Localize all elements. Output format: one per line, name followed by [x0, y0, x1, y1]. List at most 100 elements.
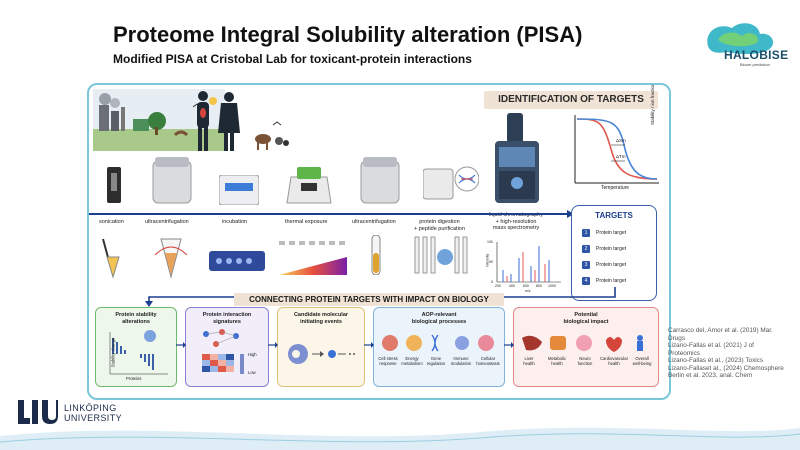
- impact-item-wellbeing: Overall well-being: [632, 356, 652, 366]
- step-incubation: incubation: [222, 219, 248, 225]
- box-protein-stability: Protein stability alterations Stability …: [95, 307, 177, 387]
- target-row-4: 4 Protein target: [582, 276, 626, 286]
- step-ultracentrifugation-2: ultracentrifugation: [352, 219, 396, 225]
- connecting-banner: CONNECTING PROTEIN TARGETS WITH IMPACT O…: [234, 293, 504, 306]
- curve-ylabel: Stability / ion fraction: [650, 83, 655, 125]
- ms-xtick-800: 800: [536, 284, 542, 288]
- curve-delta-tm: ΔTm: [616, 154, 626, 159]
- box-events-title: Candidate molecular initiating events: [293, 312, 349, 325]
- aop-item-energy: Energy metabolism: [401, 356, 423, 366]
- pisa-workflow-panel: IDENTIFICATION OF TARGETS Stability / io…: [87, 83, 671, 400]
- target-row-3: 3 Protein target: [582, 260, 626, 270]
- halobise-name: HALOBISE: [724, 48, 789, 62]
- box-candidate-events: Candidate molecular initiating events: [277, 307, 365, 387]
- page-subtitle: Modified PISA at Cristobal Lab for toxic…: [113, 52, 472, 66]
- peptide-tubes-icon: [414, 236, 468, 274]
- centrifuge-tube-icon: [154, 238, 188, 279]
- halobise-blob-icon: [707, 23, 774, 54]
- reference-line: Lizano-Fallaset al., (2024) Chemosphere: [668, 364, 784, 372]
- molecular-events-icon: [288, 344, 355, 364]
- impact-item-cardio: Cardiovascular health: [600, 356, 628, 366]
- identification-banner: IDENTIFICATION OF TARGETS: [484, 91, 658, 109]
- ms-xtick-600: 600: [523, 284, 529, 288]
- bottom-wave-decoration: [0, 427, 800, 450]
- reference-line: Proteomics: [668, 349, 700, 357]
- target-number: 2: [582, 244, 590, 253]
- target-number: 3: [582, 260, 590, 269]
- reference-line: Drugs: [668, 334, 686, 342]
- step-sonication: sonication: [99, 219, 124, 225]
- ms-xtick-400: 400: [509, 284, 515, 288]
- workflow-timeline: [89, 213, 569, 215]
- melting-curve-chart: [574, 115, 659, 184]
- step-thermal-exposure: thermal exposure: [285, 219, 328, 225]
- supernatant-tube-icon: [371, 235, 381, 275]
- ms-ylabel: Intensity: [485, 253, 490, 267]
- targets-title: TARGETS: [595, 211, 633, 220]
- thermocycler-icon: [286, 167, 332, 204]
- liu-line-2: UNIVERSITY: [64, 413, 123, 423]
- heatmap-low-label: Low: [248, 370, 256, 375]
- box-protein-stability-title: Protein stability alterations: [115, 312, 157, 325]
- reference-line: Lizano-Fallas et al. (2021) J of: [668, 342, 754, 349]
- halobise-logo: HALOBISE Bloom prediction: [698, 18, 790, 78]
- aop-icons: [382, 334, 494, 352]
- ms-ytick-0: 0: [491, 280, 493, 284]
- reference-line: Carrasco del, Amor et al. (2019) Mar.: [668, 327, 773, 334]
- timeline-arrowhead: [567, 210, 574, 218]
- ms-ytick-100: 100: [487, 240, 493, 244]
- page-title: Proteome Integral Solubility alteration …: [113, 22, 583, 47]
- ultracentrifuge-2-icon: [360, 157, 400, 204]
- box-interaction-title: Protein interaction signatures: [202, 312, 252, 325]
- sonicator-icon: [107, 167, 121, 203]
- box-biological-impact: Potential biological impact Liver health…: [513, 307, 659, 387]
- incubator-icon: [219, 175, 259, 205]
- thermal-gradient-icon: [279, 241, 347, 275]
- target-row-1: 1 Protein target: [582, 228, 626, 238]
- target-number: 4: [582, 276, 590, 285]
- plate-icon: [209, 251, 265, 271]
- ms-ytick-50: 50: [489, 260, 493, 264]
- reference-line: Lizano-Fallas et al., (2023) Toxics: [668, 357, 764, 364]
- target-row-2: 2 Protein target: [582, 244, 626, 254]
- digestion-station-icon: [423, 166, 479, 200]
- impact-organ-icons: [522, 335, 643, 352]
- target-number: 1: [582, 228, 590, 237]
- ms-xtick-200: 200: [495, 284, 501, 288]
- halobise-tagline: Bloom prediction: [740, 62, 770, 67]
- heatmap-high-label: High: [248, 352, 257, 357]
- probe-tube-icon: [102, 238, 120, 279]
- target-label: Protein target: [596, 246, 627, 252]
- target-label: Protein target: [596, 262, 627, 268]
- box-impact-title: Potential biological impact: [563, 312, 609, 325]
- box-aop-processes: AOP-relevant biological processes Cell s…: [373, 307, 505, 387]
- liu-mark-icon: [18, 400, 58, 424]
- box-flow-arrows: [176, 342, 514, 348]
- impact-item-liver: Liver health: [523, 356, 535, 366]
- step-protein-digestion: protein digestion + peptide purification: [414, 219, 465, 232]
- liu-line-1: LINKÖPING: [64, 403, 117, 413]
- interaction-network-heatmap: [202, 329, 244, 374]
- curve-delta-sm: ΔSm: [616, 138, 626, 143]
- curve-xlabel: Temperature: [601, 185, 630, 191]
- target-label: Protein target: [596, 230, 627, 236]
- ms-xtick-1000: 1000: [548, 284, 556, 288]
- box-aop-title: AOP-relevant biological processes: [411, 312, 467, 325]
- step-ultracentrifugation: ultracentrifugation: [145, 219, 189, 225]
- target-label: Protein target: [596, 278, 627, 284]
- human-silhouettes-icon: [197, 91, 240, 151]
- aop-item-homeostasis: Cellular homeostasis: [476, 356, 500, 366]
- ms-spectrum-chart: [496, 242, 561, 283]
- aop-item-stress: Cell stress response: [378, 356, 398, 366]
- impact-item-neuro: Neuro function: [577, 356, 593, 366]
- stability-xlabel: Proteins: [126, 376, 142, 381]
- ms-xlabel: m/z: [525, 289, 531, 293]
- aop-item-gene: Gene regulation: [426, 356, 446, 366]
- reference-line: Berlin et al. 2023, anal. Chem: [668, 372, 753, 379]
- step-lc-ms: liquid chromatography + high-resolution …: [489, 212, 544, 231]
- box-interaction-signatures: Protein interaction signatures: [185, 307, 269, 387]
- references-list: Carrasco del, Amor et al. (2019) Mar. Dr…: [668, 327, 798, 380]
